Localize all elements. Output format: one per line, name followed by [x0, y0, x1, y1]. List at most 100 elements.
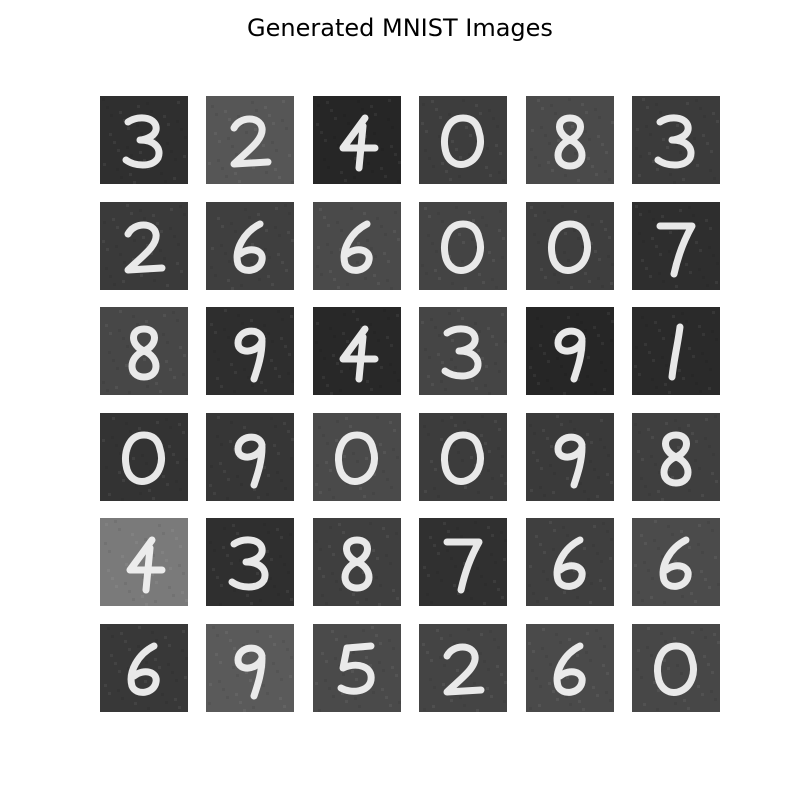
noise-speck	[456, 527, 460, 531]
noise-speck	[314, 682, 318, 685]
noise-speck	[481, 414, 485, 418]
noise-speck	[209, 541, 213, 545]
digit-6-stroke	[553, 536, 586, 591]
noise-speck	[546, 360, 550, 364]
noise-speck	[226, 554, 230, 558]
noise-speck	[320, 652, 324, 655]
noise-speck	[655, 103, 658, 106]
noise-speck	[474, 521, 478, 525]
noise-speck	[169, 425, 172, 429]
noise-speck	[663, 601, 666, 605]
noise-speck	[562, 250, 566, 254]
noise-speck	[641, 457, 644, 461]
noise-speck	[576, 378, 580, 382]
noise-speck	[365, 238, 369, 242]
digit-3-stroke	[122, 114, 163, 169]
noise-speck	[144, 680, 147, 683]
noise-speck	[583, 329, 587, 333]
noise-speck	[575, 596, 579, 600]
noise-speck	[648, 351, 651, 355]
noise-speck	[147, 707, 150, 710]
noise-speck	[225, 631, 229, 634]
noise-speck	[539, 325, 543, 329]
noise-speck	[224, 110, 228, 113]
digit-6-stroke	[340, 220, 373, 274]
noise-speck	[704, 578, 707, 582]
noise-speck	[121, 497, 124, 501]
noise-speck	[128, 391, 131, 395]
noise-speck	[245, 671, 249, 674]
noise-speck	[328, 526, 332, 530]
noise-speck	[271, 282, 275, 286]
noise-speck	[487, 468, 491, 472]
noise-speck	[609, 480, 613, 484]
noise-speck	[358, 486, 362, 490]
noise-speck	[605, 672, 609, 675]
noise-speck	[106, 106, 109, 109]
digit-0-stroke	[547, 220, 591, 274]
noise-speck	[159, 390, 162, 394]
noise-speck	[378, 584, 382, 588]
noise-speck	[344, 700, 348, 703]
noise-speck	[227, 336, 231, 340]
noise-speck	[428, 356, 432, 360]
generated-image	[206, 307, 295, 396]
noise-speck	[444, 388, 448, 392]
noise-speck	[493, 580, 497, 584]
digit-3-stroke	[441, 325, 482, 380]
noise-speck	[653, 539, 656, 543]
noise-speck	[605, 472, 609, 476]
noise-speck	[454, 565, 458, 569]
noise-speck	[559, 365, 563, 369]
noise-speck	[151, 631, 154, 634]
noise-speck	[695, 99, 698, 102]
noise-speck	[594, 173, 598, 176]
noise-speck	[606, 312, 610, 316]
noise-speck	[701, 493, 704, 497]
noise-speck	[129, 429, 132, 433]
digit-glyph	[529, 204, 614, 289]
noise-speck	[263, 465, 267, 469]
noise-speck	[377, 661, 381, 664]
noise-speck	[716, 120, 719, 123]
noise-speck	[538, 543, 542, 547]
noise-speck	[683, 699, 686, 702]
digit-glyph	[315, 206, 400, 290]
noise-speck	[694, 458, 697, 462]
noise-speck	[129, 173, 132, 176]
noise-speck	[328, 327, 332, 331]
digit-5-stroke	[337, 642, 375, 695]
noise-speck	[421, 122, 425, 125]
noise-speck	[164, 180, 167, 183]
noise-speck	[495, 144, 499, 147]
noise-speck	[317, 425, 321, 429]
noise-speck	[456, 669, 460, 672]
noise-speck	[555, 357, 559, 361]
noise-speck	[388, 420, 392, 424]
noise-speck	[170, 150, 173, 153]
noise-speck	[705, 417, 708, 421]
generated-image	[100, 307, 188, 396]
noise-speck	[388, 704, 392, 707]
noise-speck	[382, 251, 386, 255]
noise-speck	[487, 327, 491, 331]
noise-speck	[232, 666, 236, 669]
noise-speck	[442, 683, 446, 686]
noise-speck	[116, 168, 119, 171]
noise-speck	[250, 261, 254, 265]
noise-speck	[115, 386, 118, 390]
digit-glyph	[104, 626, 188, 710]
noise-speck	[432, 705, 436, 708]
noise-speck	[324, 602, 328, 606]
noise-speck	[135, 483, 138, 487]
noise-speck	[171, 529, 174, 533]
noise-speck	[336, 285, 340, 289]
noise-speck	[233, 447, 237, 451]
noise-speck	[363, 276, 367, 280]
generated-image	[206, 624, 295, 712]
noise-speck	[269, 635, 273, 638]
noise-speck	[102, 438, 105, 442]
noise-speck	[126, 203, 129, 207]
noise-speck	[322, 357, 326, 361]
noise-speck	[637, 591, 640, 595]
